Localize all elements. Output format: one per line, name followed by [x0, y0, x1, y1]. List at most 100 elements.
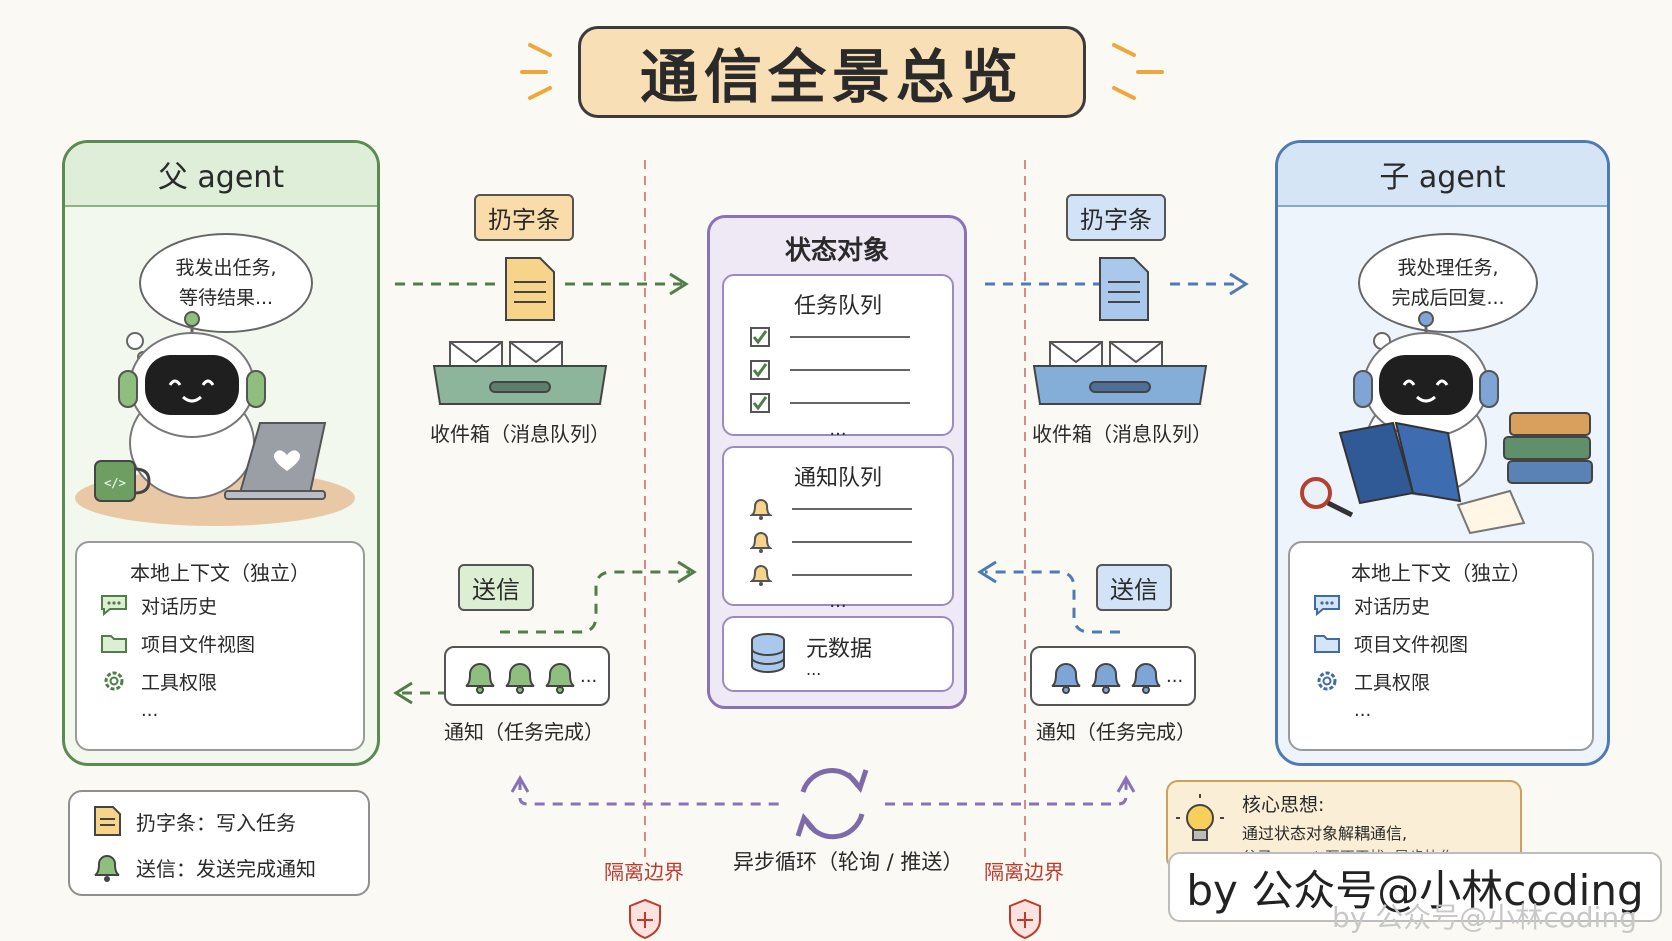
- parent-context-item: 工具权限: [99, 662, 363, 700]
- task-queue-item: [750, 386, 952, 419]
- right-inbox-label: 收件箱（消息队列）: [1032, 422, 1212, 446]
- watermark: by 公众号@小林coding: [1168, 852, 1662, 922]
- right-send-tag: 送信: [1096, 564, 1172, 611]
- child-context-title: 本地上下文（独立）: [1351, 561, 1531, 585]
- antenna-icon: [1418, 311, 1434, 327]
- right-notification-bar: ...: [1030, 646, 1196, 706]
- async-loop-label: 异步循环（轮询 / 推送）: [733, 850, 964, 874]
- robot-face: [1379, 355, 1473, 415]
- checkbox-checked-icon: [750, 359, 770, 380]
- parent-robot-illustration: </>: [75, 311, 355, 526]
- folder-icon: [1314, 635, 1340, 653]
- parent-agent-header: 父 agent: [65, 143, 377, 207]
- parent-context-more: ...: [141, 700, 159, 721]
- right-note-document-icon: [1099, 257, 1149, 321]
- parent-thought-line-1: 我发出任务,: [175, 257, 277, 279]
- right-inbox-tray-icon: [1032, 341, 1208, 405]
- note-document-icon: [94, 806, 121, 836]
- parent-thought-line-2: 等待结果...: [178, 287, 274, 309]
- parent-agent-panel: 父 agent 我发出任务, 等待结果... </>: [62, 140, 380, 766]
- left-notify-label: 通知（任务完成）: [444, 720, 604, 744]
- gear-icon: [104, 671, 124, 691]
- bell-icon: [94, 855, 120, 882]
- robot-face: [145, 355, 239, 415]
- title-sparks-right: [1112, 43, 1164, 100]
- notify-queue-item: [750, 492, 952, 525]
- state-object: 状态对象 任务队列 ... 通知队列 ... 元数据 ...: [707, 215, 967, 709]
- right-notify-label: 通知（任务完成）: [1036, 720, 1196, 744]
- left-inbox-label: 收件箱（消息队列）: [430, 422, 610, 446]
- bell-icon: [465, 663, 575, 694]
- child-thought-cloud: 我处理任务, 完成后回复...: [1358, 233, 1538, 333]
- loop-arrow-right-head: [1116, 774, 1136, 793]
- page-title: 通信全景总览: [578, 26, 1086, 118]
- svg-text:</>: </>: [104, 476, 126, 490]
- notify-queue-title: 通知队列: [793, 466, 882, 491]
- heart-icon: [273, 450, 301, 471]
- notify-queue-more: ...: [829, 591, 847, 612]
- task-queue-title: 任务队列: [793, 294, 882, 319]
- gear-icon: [1317, 671, 1337, 691]
- parent-thought-cloud: 我发出任务, 等待结果...: [139, 233, 313, 333]
- left-notify-arrow-head: [393, 681, 413, 705]
- bell-icon: [1051, 663, 1161, 694]
- loop-path-left: [518, 780, 780, 806]
- right-boundary-label: 隔离边界: [984, 860, 1064, 884]
- checkbox-checked-icon: [750, 392, 770, 413]
- parent-context-item: 对话历史: [99, 586, 363, 624]
- magnifier-icon: [1300, 477, 1332, 509]
- task-queue-more: ...: [829, 419, 847, 440]
- bell-icon: [750, 564, 772, 586]
- paper-sheet-icon: [1456, 489, 1526, 535]
- left-send-tag: 送信: [458, 564, 534, 611]
- metadata-section: 元数据 ...: [722, 616, 954, 692]
- child-thought-line-1: 我处理任务,: [1397, 257, 1499, 279]
- watermark-shadow: by 公众号@小林coding: [1332, 901, 1637, 934]
- left-note-tag: 扔字条: [474, 194, 574, 241]
- checkbox-checked-icon: [750, 326, 770, 347]
- left-boundary-shield-icon: [629, 898, 661, 940]
- right-note-tag: 扔字条: [1066, 194, 1166, 241]
- loop-path-right: [885, 780, 1128, 806]
- notify-queue-item: [750, 525, 952, 558]
- metadata-more: ...: [806, 660, 822, 679]
- left-inbox-tray-icon: [432, 341, 608, 405]
- bell-icon: [750, 531, 772, 553]
- right-boundary-shield-icon: [1009, 898, 1041, 940]
- child-context-item: 项目文件视图: [1312, 624, 1592, 662]
- left-note-document-icon: [505, 257, 555, 321]
- antenna-icon: [184, 311, 200, 327]
- loop-arrow-left-head: [510, 774, 530, 793]
- right-notification-more: ...: [1166, 665, 1184, 687]
- database-icon: [751, 633, 785, 673]
- task-queue-item: [750, 320, 952, 353]
- code-mug-icon: [94, 460, 136, 502]
- parent-local-context: 本地上下文（独立） 对话历史 项目文件视图 工具权限 ...: [75, 541, 365, 751]
- child-thought-line-2: 完成后回复...: [1391, 287, 1505, 309]
- chat-bubble-icon: [101, 595, 127, 617]
- bell-icon: [750, 498, 772, 520]
- state-object-title: 状态对象: [784, 236, 889, 266]
- parent-context-item: 项目文件视图: [99, 624, 363, 662]
- notify-queue: 通知队列 ...: [722, 446, 954, 612]
- child-context-item: 工具权限: [1312, 662, 1592, 700]
- child-agent-header: 子 agent: [1278, 143, 1607, 207]
- child-robot-illustration: [1300, 311, 1593, 535]
- right-send-path: [985, 570, 1120, 634]
- child-context-more: ...: [1354, 700, 1372, 721]
- core-idea-line-1: 通过状态对象解耦通信,: [1242, 824, 1408, 843]
- left-boundary-label: 隔离边界: [604, 860, 684, 884]
- core-idea-title: 核心思想:: [1242, 794, 1325, 816]
- metadata-title: 元数据: [806, 637, 873, 662]
- child-agent-panel: 子 agent 我处理任务, 完成后回复...: [1275, 140, 1610, 766]
- legend-item-note: 扔字条：写入任务: [92, 798, 368, 844]
- legend-item-send: 送信：发送完成通知: [92, 844, 368, 890]
- right-send-arrow-head: [977, 560, 997, 584]
- left-notification-bar: ...: [444, 646, 610, 706]
- right-note-arrow-head: [1229, 272, 1249, 296]
- lightbulb-icon: [1176, 794, 1224, 841]
- sync-loop-icon: [795, 768, 869, 840]
- left-note-arrow-head: [669, 272, 689, 296]
